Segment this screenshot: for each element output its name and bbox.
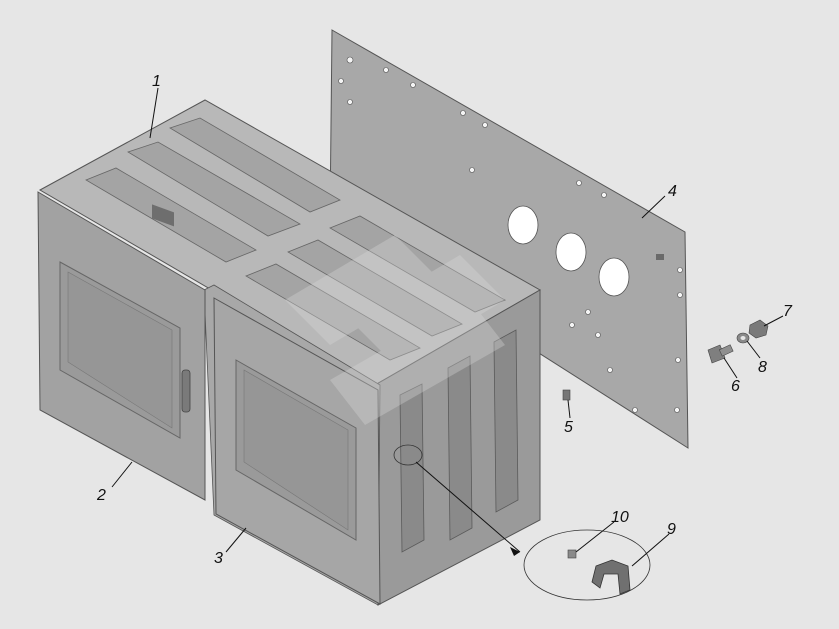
callout-6: 6 (731, 378, 740, 395)
small-screw (567, 549, 577, 559)
callout-5: 5 (564, 419, 573, 436)
callout-3: 3 (214, 550, 223, 567)
small-stud (562, 389, 571, 401)
callout-1: 1 (152, 73, 161, 90)
nut (748, 319, 769, 339)
plate-cutout-2 (555, 232, 587, 272)
plate-cutout-3 (598, 257, 630, 297)
detail-leader-line (415, 461, 521, 553)
callout-4: 4 (668, 183, 677, 200)
callout-2: 2 (96, 487, 106, 504)
washer (736, 332, 750, 344)
detail-circle (393, 444, 651, 601)
detail-source-circle (393, 444, 423, 466)
mounting-plate (329, 29, 689, 449)
plate-bolt-holes (338, 56, 683, 413)
plate-cutout-1 (507, 205, 539, 245)
left-door (37, 191, 206, 501)
plate-stud (656, 254, 664, 260)
right-door (213, 297, 381, 605)
bolt (707, 344, 734, 364)
side-ribs (399, 329, 519, 553)
callout-10: 10 (611, 509, 629, 526)
callout-7: 7 (783, 303, 793, 320)
top-panels (85, 117, 506, 361)
callout-9: 9 (667, 521, 676, 538)
callout-labels: 1 2 3 4 5 6 7 8 9 10 (96, 73, 793, 567)
clip-bracket (591, 559, 631, 595)
watermark-logo (285, 235, 505, 425)
door-handle (181, 369, 191, 413)
leader-lines (111, 87, 784, 567)
callout-8: 8 (758, 359, 767, 376)
